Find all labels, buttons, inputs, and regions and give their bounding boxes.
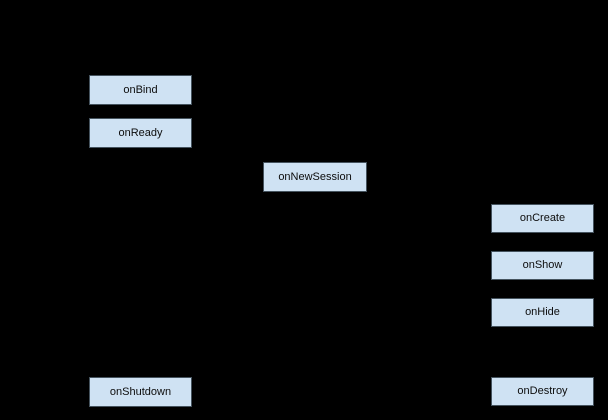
node-onready: onReady bbox=[89, 118, 192, 148]
node-onshow: onShow bbox=[491, 251, 594, 280]
node-onnewsession: onNewSession bbox=[263, 162, 367, 192]
node-onhide: onHide bbox=[491, 298, 594, 327]
node-onbind: onBind bbox=[89, 75, 192, 105]
node-ondestroy: onDestroy bbox=[491, 377, 594, 406]
node-onshutdown: onShutdown bbox=[89, 377, 192, 407]
node-oncreate: onCreate bbox=[491, 204, 594, 233]
